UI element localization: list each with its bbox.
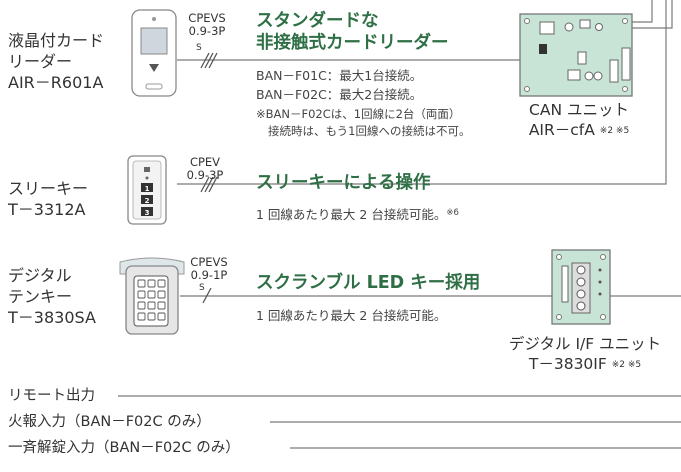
if-unit-label: デジタル I/F ユニット T－3830IF ※2 ※5 [500,334,670,375]
tenkey-title: スクランブル LED キー採用 [256,273,481,293]
can-unit-label: CAN ユニット AIR－cfA ※2 ※5 [504,100,654,141]
tenkey-name-line: テンキー [8,287,73,306]
three-key-name-line: スリーキー [8,179,89,198]
bottom-lines [118,395,681,449]
digital-tenkey-device [119,257,185,335]
tenkey-desc: 1 回線あたり最大 2 台接続可能。 [256,308,447,323]
cable-type: CPEV [189,155,221,169]
can-unit-board [519,13,633,97]
remote-output-label: リモート出力 [8,387,101,405]
tenkey-model: T－3830SA [8,308,96,327]
card-reader-name-line: リーダー [8,52,73,71]
if-unit-model: T－3830IF [528,355,607,373]
cable-ticks [200,52,218,304]
cable-gauge: 0.9-3P [188,24,226,38]
can-unit-model: AIR－cfA [528,121,595,139]
card-reader-title: スタンダードな 非接触式カードリーダー [256,10,449,54]
fire-alarm-input-label: 火報入力（BAN－F02C のみ） [8,413,217,431]
key-1: 1 [144,185,150,193]
three-key-digits: 1 2 3 [141,183,153,219]
three-key-device [127,155,167,225]
key-2: 2 [144,197,150,205]
cable-gauge: 0.9-1P [190,268,228,282]
card-reader-note: ※BAN－F02Cは、1回線に2台（両面） 接続時は、もう1回線への接続は不可。 [256,106,470,140]
note-line: 接続時は、もう1回線への接続は不可。 [268,124,471,138]
if-unit-board [551,249,611,325]
wire-can-up-2 [632,0,673,29]
card-reader-cable-spec: CPEVS 0.9-3P [182,12,232,38]
cable-type: CPEVS [188,11,226,25]
tenkey-cable-spec: CPEVS 0.9-1P [184,256,234,282]
if-unit-name: デジタル I/F ユニット [508,335,662,353]
three-key-cable-spec: CPEV 0.9-3P [182,156,228,182]
cable-gauge: 0.9-3P [186,168,224,182]
cable-type: CPEVS [190,255,228,269]
card-reader-name: 液晶付カード リーダー AIR－R601A [8,30,104,93]
tenkey-name-line: デジタル [8,266,72,285]
three-key-name: スリーキー T－3312A [8,178,88,220]
card-reader-model: AIR－R601A [8,73,104,92]
desc-line: BAN－F02C：最大2台接続。 [256,87,423,102]
if-unit-refs: ※2 ※5 [611,360,642,370]
note-line: ※BAN－F02Cは、1回線に2台（両面） [256,107,461,121]
batch-unlock-input-label: 一斉解錠入力（BAN－F02C のみ） [8,439,246,457]
three-key-desc: 1 回線あたり最大 2 台接続可能。※6 [256,204,459,224]
three-key-desc-ref: ※6 [446,208,459,218]
wire-three-key [177,0,667,185]
three-key-title: スリーキーによる操作 [256,173,431,193]
key-3: 3 [144,209,150,217]
three-key-model: T－3312A [8,200,86,219]
can-unit-name: CAN ユニット [529,101,629,119]
can-unit-refs: ※2 ※5 [599,126,630,136]
title-line: 非接触式カードリーダー [256,33,449,53]
card-reader-device [131,9,177,97]
wire-can-up [632,0,653,23]
card-reader-cable-tag: S [196,43,202,53]
card-reader-name-line: 液晶付カード [8,31,105,50]
three-key-desc-text: 1 回線あたり最大 2 台接続可能。 [256,207,447,222]
title-line: スタンダードな [256,11,379,31]
tenkey-name: デジタル テンキー T－3830SA [8,265,96,328]
wiring-lines [177,0,681,297]
desc-line: BAN－F01C：最大1台接続。 [256,68,423,83]
card-reader-desc: BAN－F01C：最大1台接続。 BAN－F02C：最大2台接続。 [256,66,422,104]
tenkey-cable-tag: S [199,283,205,293]
